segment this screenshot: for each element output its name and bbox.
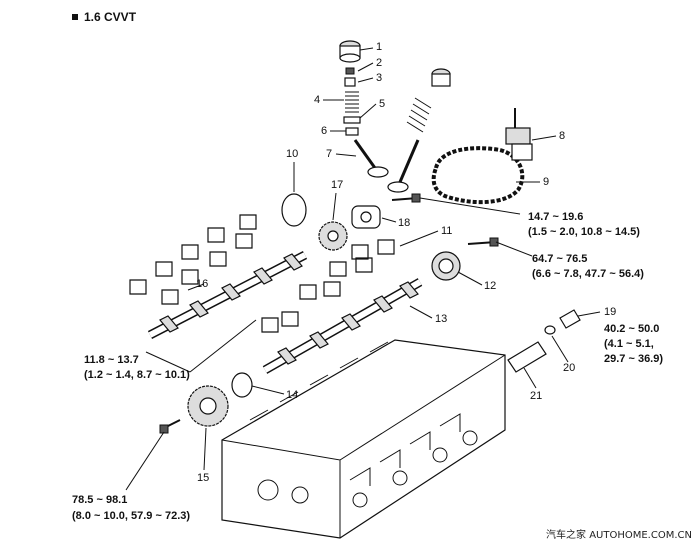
callout-6: 6 [321,125,328,137]
title-text: 1.6 CVVT [84,10,137,24]
sprocket-bolt [159,419,181,434]
valve-keepers [344,67,356,87]
intake-valve [353,139,389,178]
torque-spec-4-line1: 11.8 ~ 13.7 [84,354,139,366]
torque-spec-5-line2: (8.0 ~ 10.0, 57.9 ~ 72.3) [72,510,191,522]
intake-cam-sprocket [187,385,229,427]
tensioner-bolt [391,193,421,203]
cvvt-bolt [467,237,499,247]
torque-spec-1-line2: (1.5 ~ 2.0, 10.8 ~ 14.5) [528,226,640,238]
page-title: 1.6 CVVT [72,10,136,24]
bullet-square [72,14,78,20]
callout-9: 9 [543,176,550,188]
camshaft-oil-seal [231,372,253,398]
callout-5: 5 [379,98,386,110]
exhaust-camshaft [262,278,423,374]
cvvt-assembly [431,251,461,281]
leader-lines [125,47,601,491]
callout-11: 11 [441,225,453,237]
callout-19: 19 [604,306,617,318]
intake-camshaft [147,251,308,339]
callout-8: 8 [559,130,566,142]
torque-spec-4-line2: (1.2 ~ 1.4, 8.7 ~ 10.1) [84,369,190,381]
callout-7: 7 [326,148,333,160]
valve-tappet [339,40,361,63]
callout-12: 12 [484,280,497,292]
exhaust-valve-assembly [387,68,451,193]
cam-bushing-18 [351,205,381,229]
callout-2: 2 [376,57,383,69]
callout-21: 21 [530,390,543,402]
torque-spec-3-line1: 40.2 ~ 50.0 [604,323,660,335]
valve-spring [343,91,361,136]
torque-spec-5-line1: 78.5 ~ 98.1 [72,494,128,506]
camshaft-bearing-caps-upper [129,214,395,333]
torque-spec-3-line2: (4.1 ~ 5.1, [604,338,654,350]
callout-13: 13 [435,313,448,325]
exhaust-cam-sprocket [318,221,348,251]
callout-20: 20 [563,362,576,374]
callout-14: 14 [286,389,299,401]
chain-tensioner [505,108,533,161]
cylinder-head [221,339,506,539]
oil-seal-ring [281,193,307,227]
watermark: 汽车之家 AUTOHOME.COM.CN [546,530,692,541]
callout-3: 3 [376,72,383,84]
torque-spec-3-line3: 29.7 ~ 36.9) [604,353,664,365]
callout-15: 15 [197,472,210,484]
callout-17: 17 [331,179,344,191]
oil-control-valve [507,309,581,373]
torque-spec-2-line2: (6.6 ~ 7.8, 47.7 ~ 56.4) [532,268,644,280]
torque-spec-2-line1: 64.7 ~ 76.5 [532,253,588,265]
callout-1: 1 [376,41,383,53]
callout-10: 10 [286,148,299,160]
callout-4: 4 [314,94,321,106]
torque-spec-1-line1: 14.7 ~ 19.6 [528,211,584,223]
timing-chain [431,146,525,205]
callout-16: 16 [196,278,209,290]
callout-18: 18 [398,217,411,229]
